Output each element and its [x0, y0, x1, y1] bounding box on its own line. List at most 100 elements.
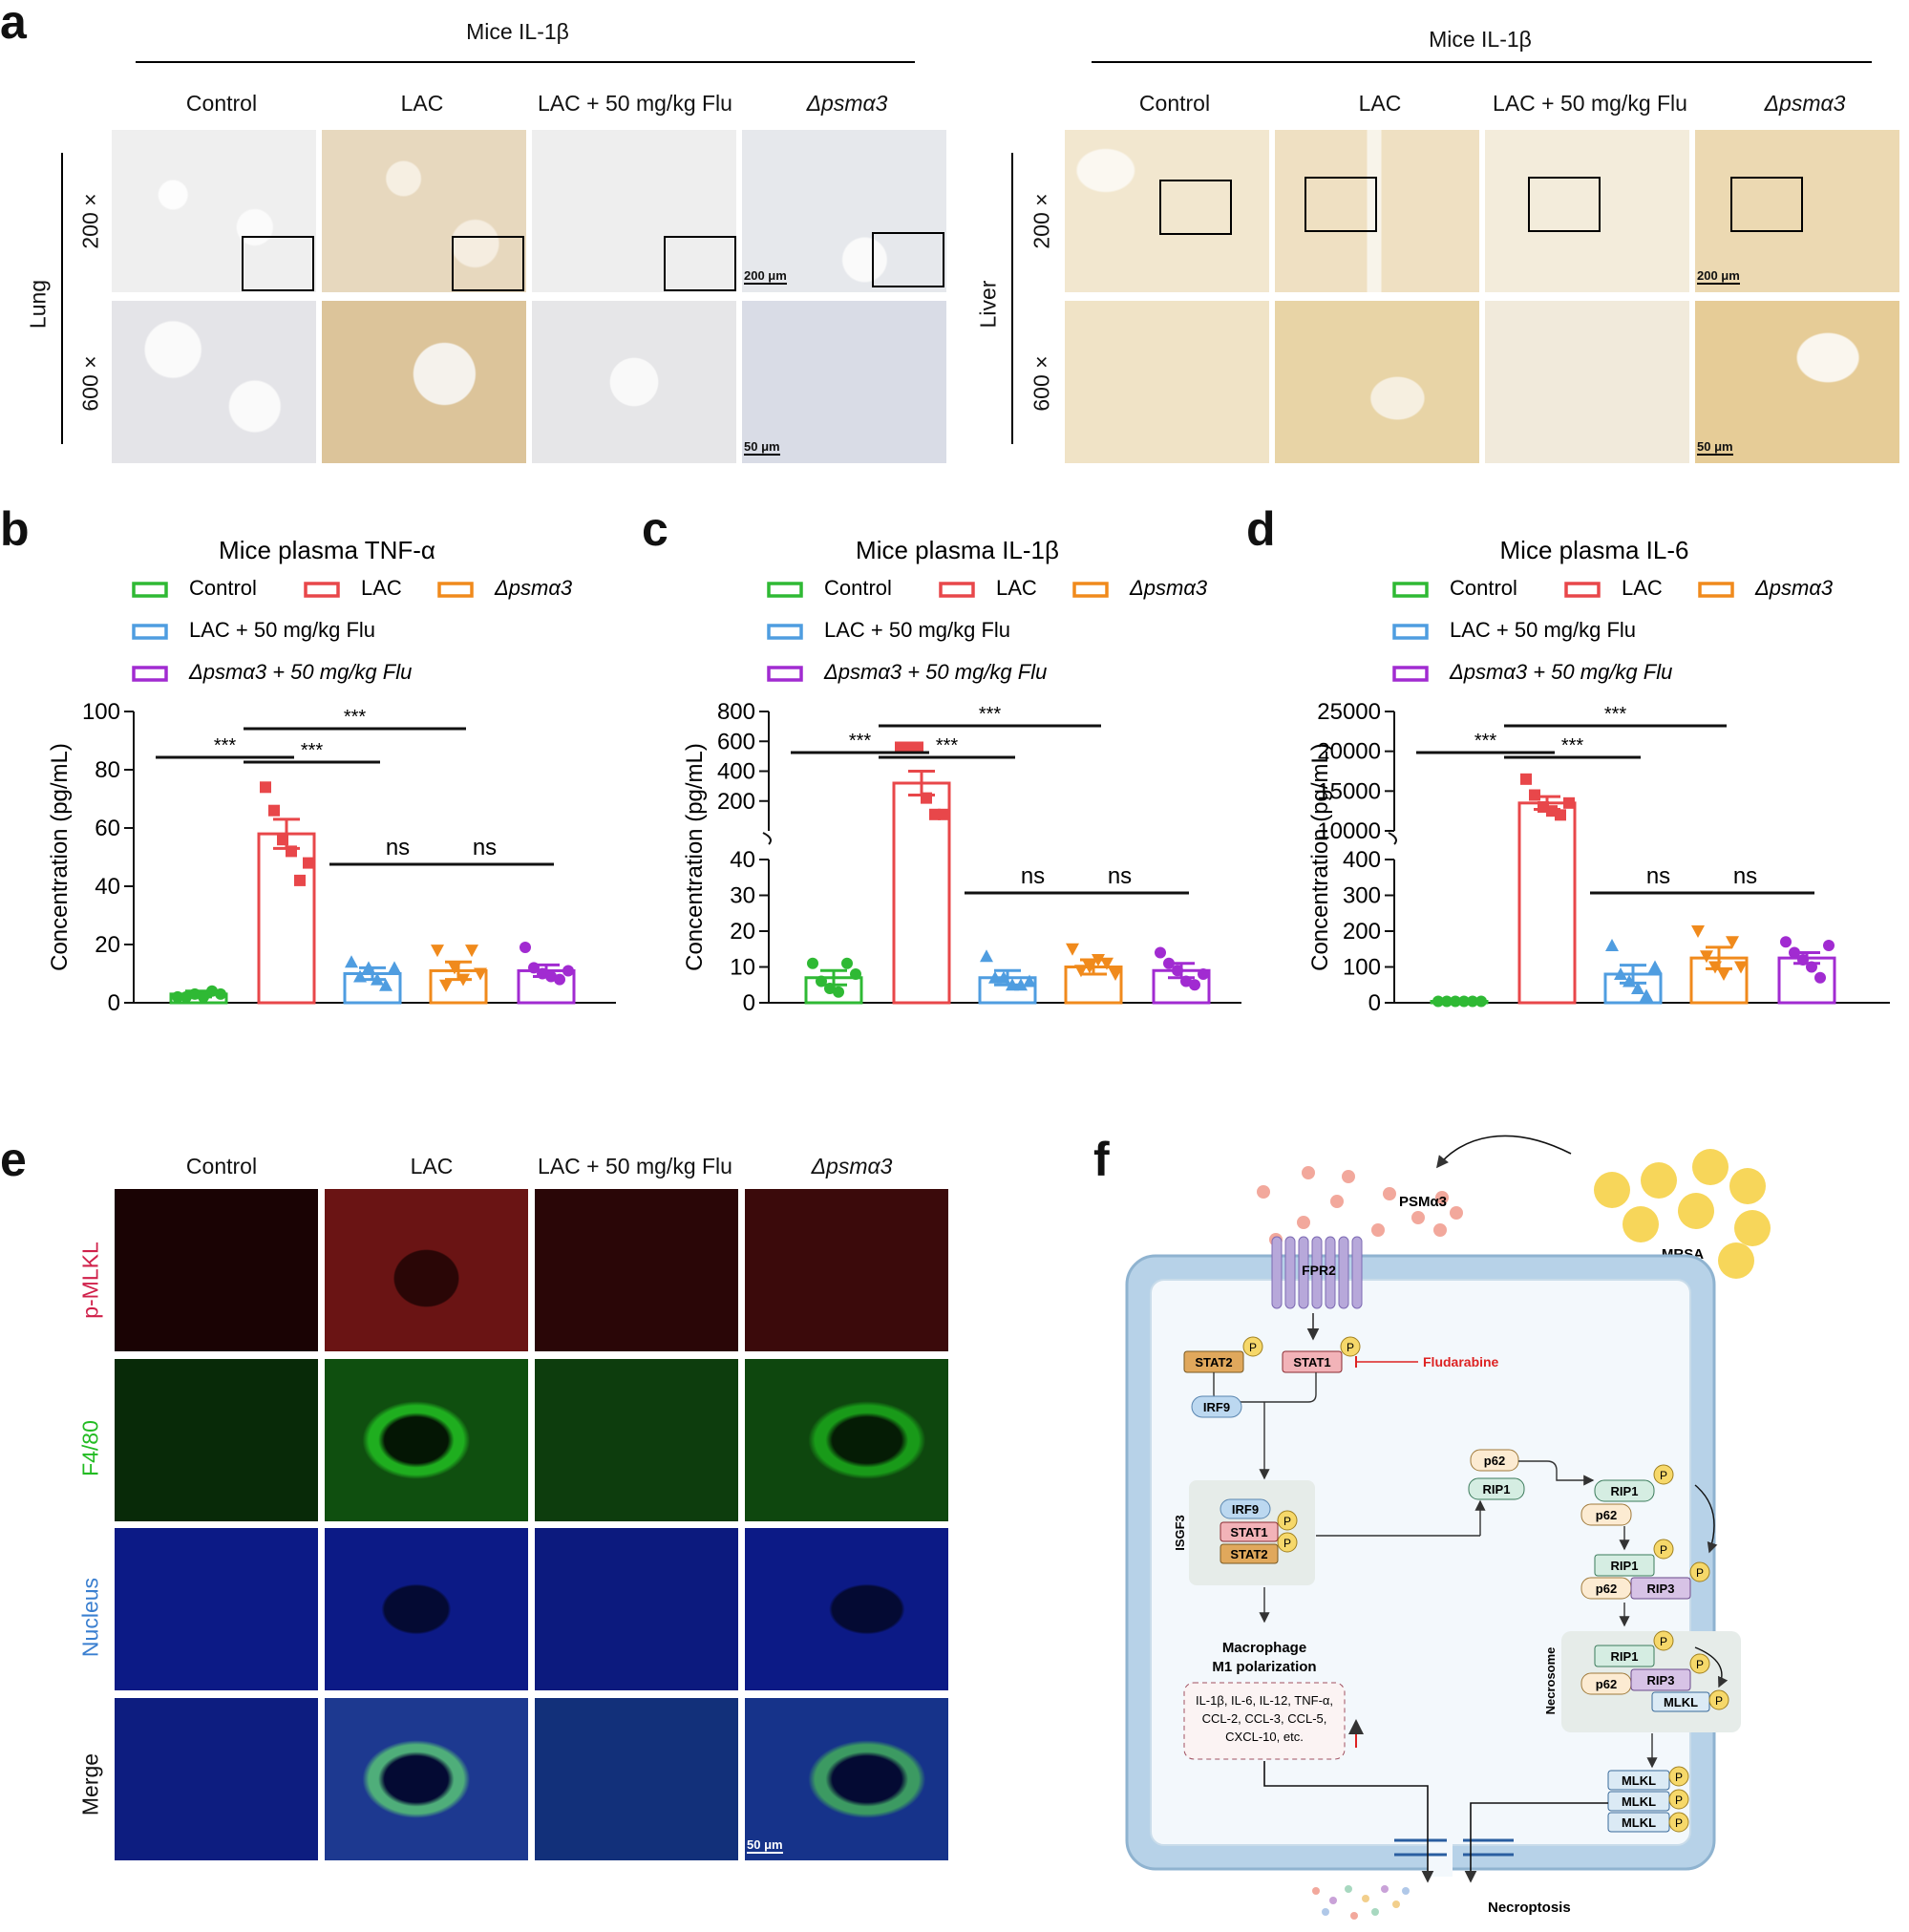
- legend-label: LAC: [996, 576, 1037, 600]
- significance-label: ns: [1646, 863, 1670, 889]
- ifc-f480-lac: [325, 1359, 528, 1521]
- ifc-merge-lac: [325, 1698, 528, 1860]
- svg-text:P: P: [1715, 1694, 1723, 1708]
- liver-lac-600x: [1275, 301, 1479, 463]
- isgf3-p1-icon: [1277, 1510, 1298, 1531]
- data-point: [1797, 954, 1809, 966]
- lung-col-control: Control: [185, 91, 258, 116]
- ifc-pmlkl-dpsm: [745, 1189, 948, 1351]
- svg-text:P: P: [1283, 1537, 1291, 1550]
- axis-break-mark: [762, 832, 772, 845]
- liver-tissue-label: Liver: [975, 280, 1001, 329]
- y-tick-label: 100: [82, 699, 120, 725]
- lung-lac-flu-600x: [532, 301, 736, 463]
- ifc-row-merge: Merge: [77, 1752, 103, 1816]
- svg-text:P: P: [1283, 1515, 1291, 1528]
- data-point: [277, 834, 288, 846]
- data-point: [1700, 950, 1713, 964]
- data-point: [1623, 974, 1636, 987]
- liver-col-lac: LAC: [1358, 91, 1402, 116]
- panel-label-c: c: [642, 502, 668, 556]
- data-point: [1708, 961, 1722, 974]
- lung-lac-200x: [322, 130, 526, 292]
- significance-label: ***: [1604, 704, 1627, 725]
- data-point: [1074, 965, 1088, 978]
- y-tick-label: 20000: [1317, 739, 1381, 765]
- legend-label: Δpsmα3: [1754, 576, 1834, 600]
- legend-label: LAC + 50 mg/kg Flu: [1450, 618, 1636, 642]
- significance-label: ***: [344, 707, 367, 728]
- data-point: [1814, 971, 1826, 984]
- stat2-phospho-icon: [1242, 1336, 1263, 1357]
- lung-dpsm-600x: [742, 301, 946, 463]
- isgf3-p2-icon: [1277, 1532, 1298, 1553]
- significance-label: ***: [214, 735, 237, 756]
- y-tick-label: 80: [95, 757, 120, 783]
- significance-label: ***: [979, 704, 1002, 725]
- lung-control-600x: [112, 301, 316, 463]
- lung-inset-box-dpsm: [872, 232, 944, 287]
- data-point: [1155, 946, 1166, 959]
- liver-scale-200: 200 μm: [1697, 268, 1740, 285]
- data-point: [824, 983, 836, 994]
- data-point: [528, 962, 540, 974]
- irf9-box: [1191, 1395, 1242, 1418]
- liver-inset-box-control: [1159, 180, 1232, 235]
- data-point: [286, 845, 297, 858]
- isgf3-irf9: [1220, 1498, 1271, 1519]
- legend-swatch: [132, 582, 168, 598]
- legend-label: LAC: [1622, 576, 1663, 600]
- lung-title: Mice IL-1β: [466, 19, 569, 44]
- lung-row-600x: 600 ×: [77, 355, 103, 412]
- liver-col-lac-flu: LAC + 50 mg/kg Flu: [1493, 91, 1687, 116]
- legend-swatch: [1698, 582, 1734, 598]
- data-point: [215, 987, 226, 1000]
- y-tick-label: 10000: [1317, 818, 1381, 844]
- significance-label: ns: [473, 835, 497, 860]
- ifc-nucleus-dpsm: [745, 1528, 948, 1690]
- data-point: [807, 957, 818, 969]
- lung-dpsm-200x: [742, 130, 946, 292]
- data-point: [1180, 975, 1192, 987]
- legend-label: Δpsmα3 + 50 mg/kg Flu: [188, 660, 412, 684]
- svg-text:P: P: [1660, 1469, 1667, 1482]
- ifc-pmlkl-lac: [325, 1189, 528, 1351]
- data-point: [1432, 995, 1444, 1008]
- y-tick-label: 30: [730, 883, 755, 909]
- data-point: [431, 945, 444, 958]
- data-point: [206, 985, 218, 997]
- svg-text:p62: p62: [1484, 1454, 1505, 1468]
- liver-col-control: Control: [1138, 91, 1211, 116]
- data-point: [1631, 982, 1644, 994]
- chart-title: Mice plasma IL-1β: [856, 536, 1059, 564]
- data-point: [1823, 940, 1835, 951]
- stat2-label: STAT2: [1195, 1355, 1232, 1369]
- data-point: [303, 857, 314, 869]
- liver-col-dpsm: Δpsmα3: [1764, 91, 1846, 116]
- legend-swatch: [1564, 582, 1601, 598]
- significance-label: ns: [1021, 863, 1045, 889]
- data-point: [1467, 995, 1478, 1008]
- liver-scale-50: 50 μm: [1697, 439, 1733, 456]
- ifc-nucleus-lac: [325, 1528, 528, 1690]
- data-point: [1172, 965, 1183, 977]
- lung-scale-50: 50 μm: [744, 439, 780, 456]
- legend-label: Control: [824, 576, 892, 600]
- data-point: [1083, 961, 1096, 974]
- legend-label: LAC + 50 mg/kg Flu: [189, 618, 375, 642]
- data-point: [988, 970, 1002, 984]
- data-point: [554, 973, 565, 986]
- cytokine-release-arrow: [1263, 1761, 1434, 1883]
- data-point: [562, 965, 574, 977]
- svg-text:MLKL: MLKL: [1622, 1773, 1656, 1788]
- svg-text:IRF9: IRF9: [1232, 1502, 1259, 1517]
- liver-dpsm-600x: [1695, 301, 1899, 463]
- data-point: [1023, 974, 1036, 987]
- svg-text:MLKL: MLKL: [1622, 1815, 1656, 1830]
- significance-label: ns: [386, 835, 410, 860]
- liver-inset-box-dpsm: [1730, 177, 1803, 232]
- m1-label: M1 polarization: [1212, 1659, 1316, 1675]
- data-point: [388, 961, 401, 974]
- svg-text:RIP1: RIP1: [1611, 1559, 1639, 1573]
